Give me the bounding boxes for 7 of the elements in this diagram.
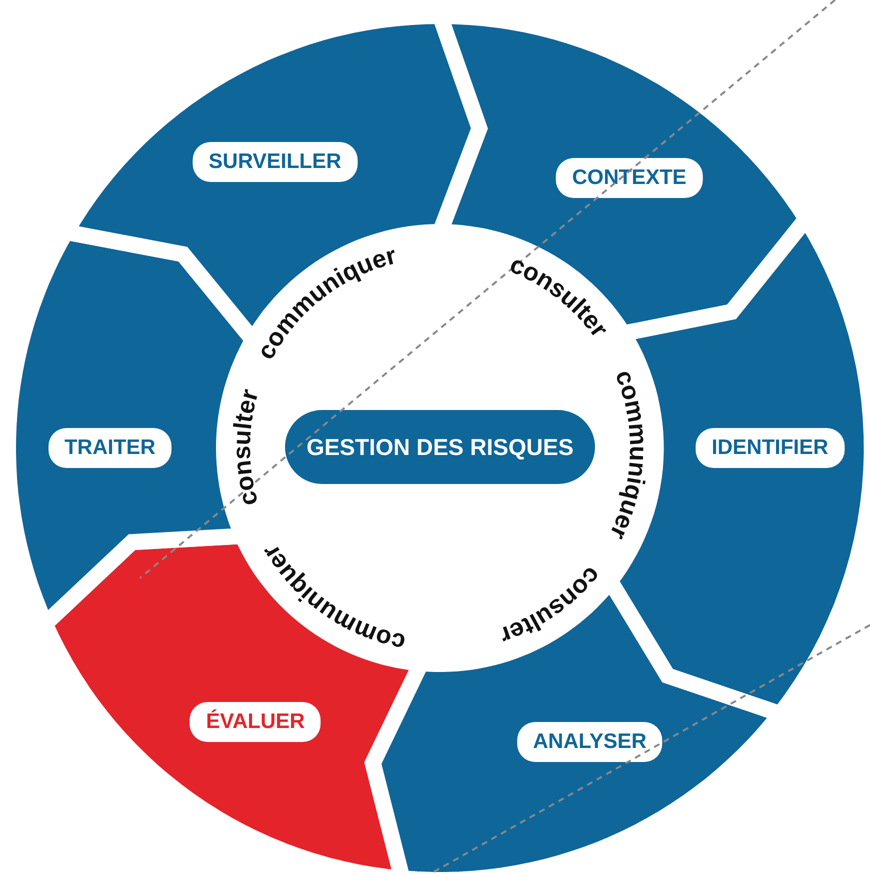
stage-label: ANALYSER: [517, 722, 663, 762]
stage-label: SURVEILLER: [192, 142, 358, 182]
stage-label: IDENTIFIER: [696, 428, 844, 468]
title-pill: GESTION DES RISQUES: [285, 410, 595, 484]
stage-label: TRAITER: [48, 428, 172, 468]
stage-label: ÉVALUER: [190, 702, 321, 742]
stage-label: CONTEXTE: [556, 158, 702, 198]
